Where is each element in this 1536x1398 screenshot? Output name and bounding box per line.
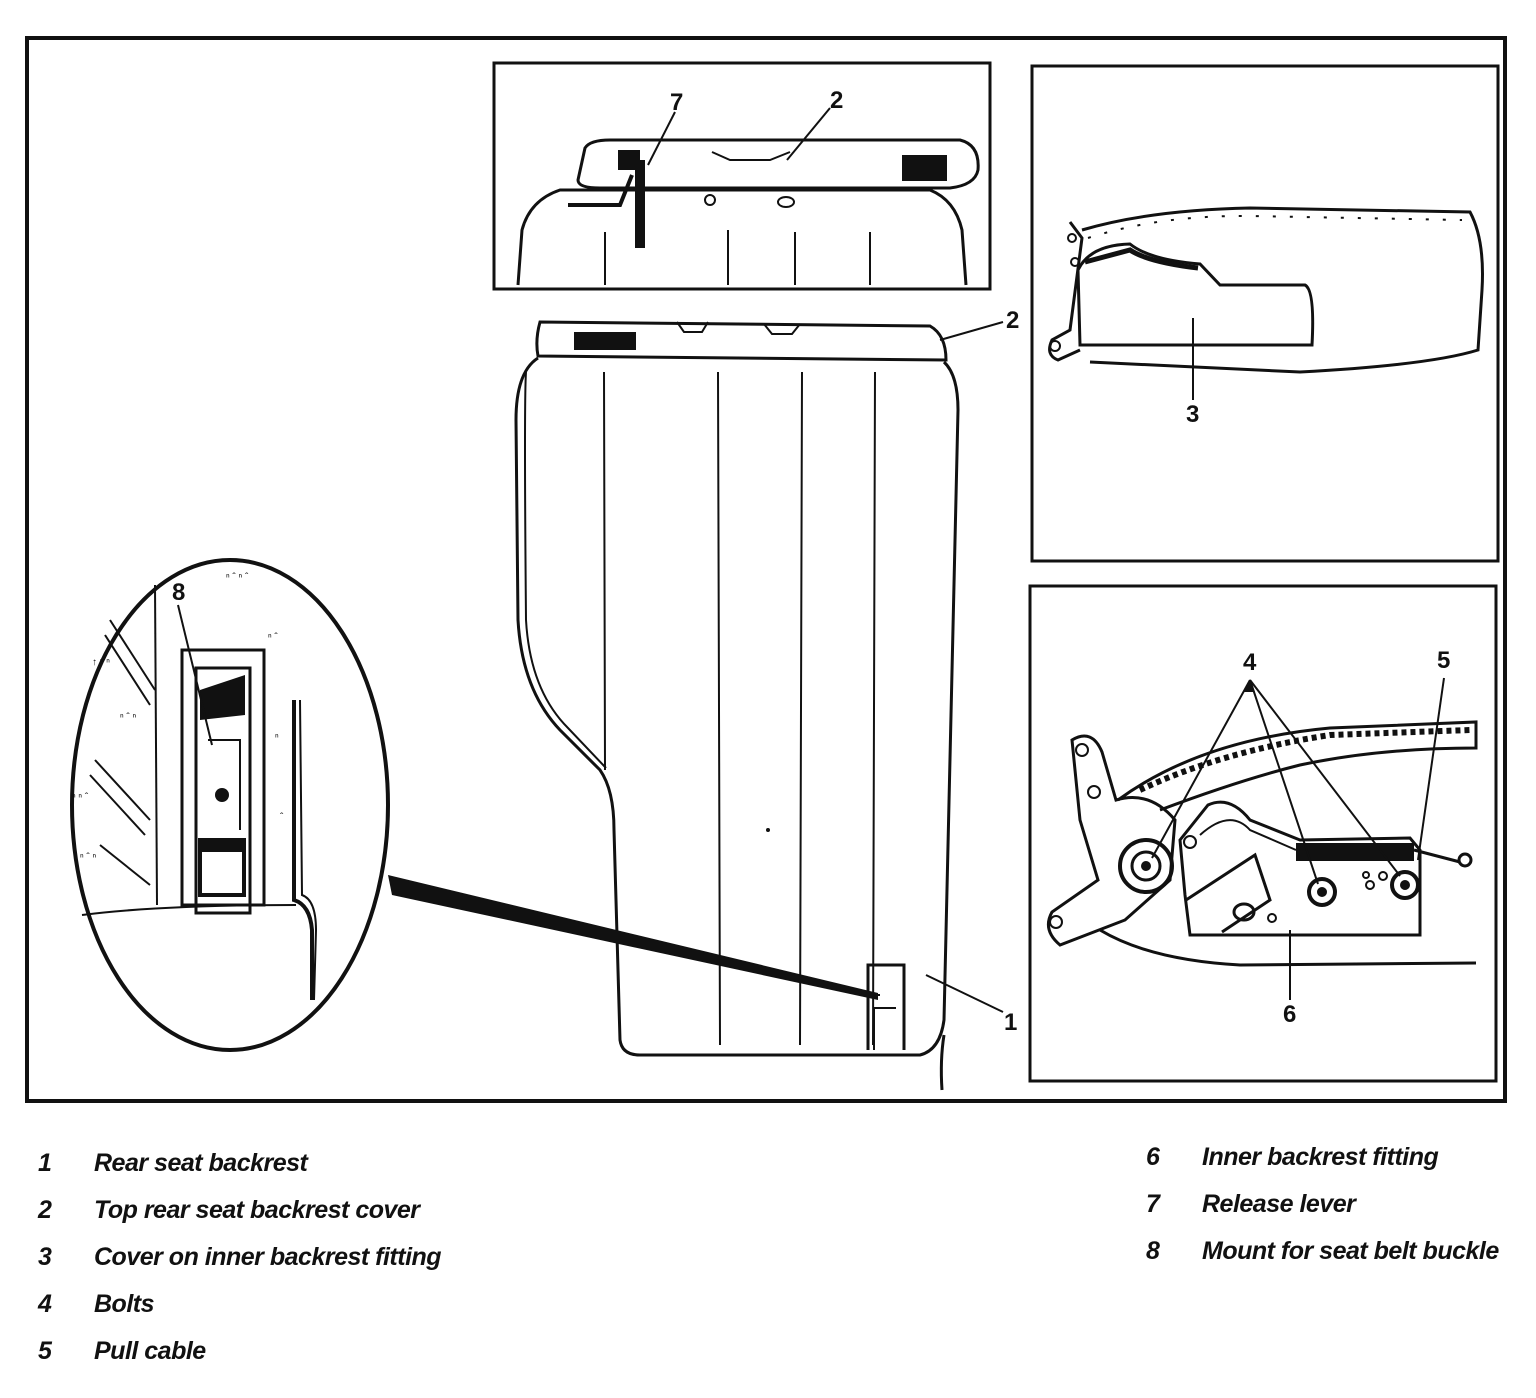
- legend-label: Inner backrest fitting: [1202, 1143, 1439, 1171]
- legend-label: Top rear seat backrest cover: [94, 1196, 420, 1224]
- legend-item: 1 Rear seat backrest: [38, 1140, 441, 1187]
- legend-item: 4 Bolts: [38, 1281, 441, 1328]
- callout-4: 4: [1243, 649, 1257, 676]
- legend-label: Release lever: [1202, 1190, 1356, 1218]
- inset-fitting-cover: [1030, 64, 1500, 563]
- legend-item: 3 Cover on inner backrest fitting: [38, 1234, 442, 1281]
- svg-text:ⁿ ˆ: ⁿ ˆ: [268, 631, 278, 643]
- legend-item: 5 Pull cable: [38, 1328, 441, 1375]
- inset-top-cover: [492, 61, 992, 291]
- callout-1: 1: [1004, 1009, 1017, 1036]
- callout-8: 8: [172, 579, 185, 606]
- main-backrest: [514, 320, 1004, 1091]
- svg-text:↑ ⁿ ⁿ: ↑ ⁿ ⁿ: [92, 657, 110, 668]
- inset-buckle-mount: ↑ ⁿ ⁿ ⁿ ˆ ⁿ ⁿ ⁿ ˆ ⁿ ˆ ⁿ ⁿ ˆ ⁿ ˆ ⁿ ˆ ⁿ ˆ: [70, 558, 390, 1052]
- legend-item: 6 Inner backrest fitting: [1146, 1134, 1499, 1181]
- legend-right: 6 Inner backrest fitting 7 Release lever…: [1146, 1134, 1499, 1275]
- legend-number: 4: [38, 1290, 52, 1318]
- legend-item: 7 Release lever: [1146, 1181, 1499, 1228]
- svg-text:ⁿ ˆ ⁿ ˆ: ⁿ ˆ ⁿ ˆ: [226, 571, 249, 583]
- outer-frame: [25, 36, 1507, 1103]
- svg-text:ⁿ ⁿ ˆ: ⁿ ⁿ ˆ: [72, 791, 89, 803]
- legend-label: Cover on inner backrest fitting: [94, 1243, 442, 1271]
- legend-label: Mount for seat belt buckle: [1202, 1237, 1499, 1265]
- legend-label: Pull cable: [94, 1337, 206, 1365]
- legend-number: 6: [1146, 1143, 1160, 1171]
- legend-left: 1 Rear seat backrest 2 Top rear seat bac…: [38, 1140, 442, 1375]
- magnifier-connector: [388, 875, 878, 1000]
- inset-inner-fitting: [1028, 584, 1498, 1083]
- svg-text:ⁿ: ⁿ: [275, 732, 279, 743]
- legend-label: Bolts: [94, 1290, 155, 1318]
- callout-5: 5: [1437, 647, 1450, 674]
- legend-item: 2 Top rear seat backrest cover: [38, 1187, 441, 1234]
- legend-number: 5: [38, 1337, 52, 1365]
- legend-number: 2: [38, 1196, 52, 1224]
- svg-text:ⁿ ˆ ⁿ: ⁿ ˆ ⁿ: [120, 711, 137, 723]
- svg-text:ˆ: ˆ: [280, 811, 284, 823]
- callout-6: 6: [1283, 1001, 1296, 1028]
- callout-7: 7: [670, 89, 683, 116]
- callout-2-main: 2: [1006, 307, 1019, 334]
- legend-number: 7: [1146, 1190, 1160, 1218]
- callout-2-top: 2: [830, 87, 843, 114]
- exploded-diagram: ↑ ⁿ ⁿ ⁿ ˆ ⁿ ⁿ ⁿ ˆ ⁿ ˆ ⁿ ⁿ ˆ ⁿ ˆ ⁿ ˆ ⁿ ˆ: [25, 36, 1507, 1103]
- legend-label: Rear seat backrest: [94, 1149, 308, 1177]
- legend-item: 8 Mount for seat belt buckle: [1146, 1228, 1499, 1275]
- callout-3: 3: [1186, 401, 1199, 428]
- legend-number: 8: [1146, 1237, 1160, 1265]
- svg-text:ⁿ ˆ ⁿ: ⁿ ˆ ⁿ: [80, 851, 97, 863]
- legend-number: 1: [38, 1149, 52, 1177]
- legend-number: 3: [38, 1243, 52, 1271]
